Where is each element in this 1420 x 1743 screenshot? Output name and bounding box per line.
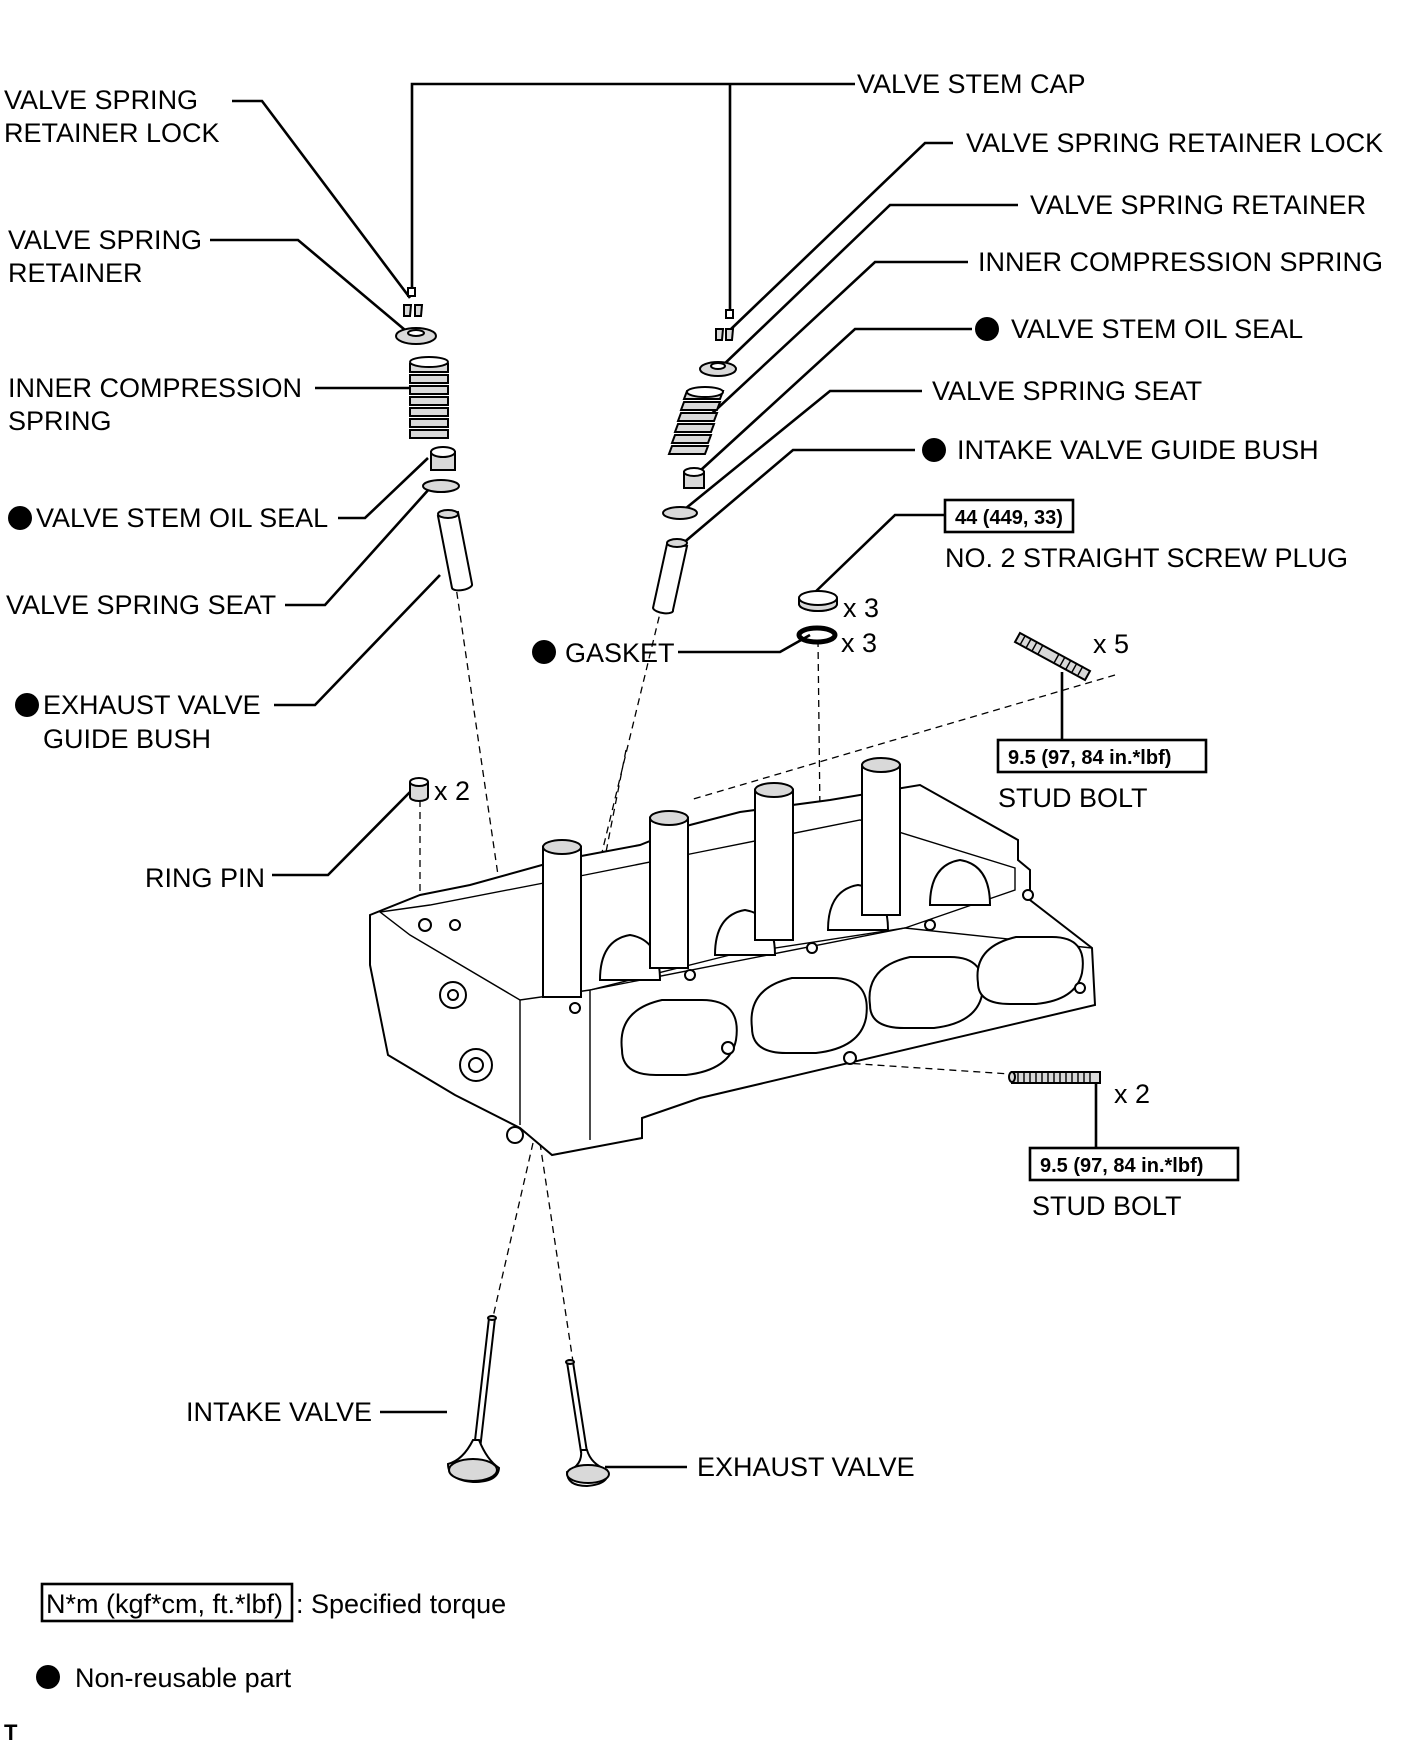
spring-retainer-icon <box>699 361 737 377</box>
label-right-inner-spring: INNER COMPRESSION SPRING <box>978 247 1383 277</box>
intake-guide-bush-icon <box>651 538 689 615</box>
label-left-retainer-line1: VALVE SPRING <box>8 225 202 255</box>
valve-spring-seat-icon <box>662 506 698 520</box>
inner-compression-spring-icon <box>667 386 725 455</box>
right-valve-parts <box>651 309 737 615</box>
non-reusable-marker <box>15 693 39 717</box>
label-left-retainer-lock-line1: VALVE SPRING <box>4 85 198 115</box>
qty-gasket: x 3 <box>841 628 877 658</box>
screw-plug-icon <box>798 590 838 612</box>
label-stud-lower: STUD BOLT <box>1032 1191 1182 1221</box>
label-right-retainer-lock: VALVE SPRING RETAINER LOCK <box>966 128 1383 158</box>
label-right-oil-seal: VALVE STEM OIL SEAL <box>1011 314 1303 344</box>
valve-stem-cap-icon <box>407 287 416 297</box>
spark-plug-tube-icon <box>861 757 901 916</box>
label-left-retainer-lock-line2: RETAINER LOCK <box>4 118 220 148</box>
label-intake-valve: INTAKE VALVE <box>186 1397 372 1427</box>
torque-box-stud-lower <box>1028 1146 1240 1182</box>
valve-stem-oil-seal-icon <box>683 467 705 489</box>
corner-mark: T <box>4 1720 18 1743</box>
exhaust-guide-bush-icon <box>436 509 474 592</box>
label-left-inner-spring-line2: SPRING <box>8 406 112 436</box>
legend-torque-box <box>40 1582 294 1623</box>
label-ring-pin: RING PIN <box>145 863 265 893</box>
legend-torque-unit: N*m (kgf*cm, ft.*lbf) <box>46 1589 283 1619</box>
inner-compression-spring-icon <box>409 356 449 439</box>
label-right-retainer: VALVE SPRING RETAINER <box>1030 190 1366 220</box>
intake-valve-icon <box>446 1315 501 1484</box>
torque-stud-upper: 9.5 (97, 84 in.*lbf) <box>1008 747 1171 769</box>
retainer-lock-icon <box>715 328 735 341</box>
label-intake-guide: INTAKE VALVE GUIDE BUSH <box>957 435 1319 465</box>
spark-plug-tube-icon <box>542 839 582 998</box>
cylinder-head-icon <box>369 757 1097 1157</box>
non-reusable-marker <box>975 317 999 341</box>
stud-bolt-lower-icon <box>1008 1071 1101 1084</box>
qty-stud-lower: x 2 <box>1114 1079 1150 1109</box>
label-left-spring-seat: VALVE SPRING SEAT <box>6 590 276 620</box>
retainer-lock-icon <box>403 304 424 317</box>
valve-stem-cap-icon <box>725 309 734 319</box>
qty-plug: x 3 <box>843 593 879 623</box>
legend-non-reusable: Non-reusable part <box>75 1663 292 1693</box>
leader-lines <box>210 82 1098 1469</box>
torque-box-screw-plug <box>943 498 1075 534</box>
label-left-retainer-line2: RETAINER <box>8 258 143 288</box>
valve-stem-oil-seal-icon <box>430 446 456 471</box>
ring-pin-icon <box>409 777 429 802</box>
label-exhaust-guide-line1: EXHAUST VALVE <box>43 690 261 720</box>
torque-screw-plug: 44 (449, 33) <box>955 507 1063 529</box>
torque-stud-lower: 9.5 (97, 84 in.*lbf) <box>1040 1155 1203 1177</box>
label-left-oil-seal: VALVE STEM OIL SEAL <box>36 503 328 533</box>
qty-ring-pin: x 2 <box>434 776 470 806</box>
label-left-inner-spring-line1: INNER COMPRESSION <box>8 373 302 403</box>
spring-retainer-icon <box>395 327 437 345</box>
non-reusable-marker <box>922 438 946 462</box>
label-valve-stem-cap: VALVE STEM CAP <box>857 69 1086 99</box>
stud-bolt-upper-icon <box>1013 631 1092 682</box>
exhaust-valve-icon <box>565 1359 610 1488</box>
legend-non-reusable-marker <box>36 1665 60 1689</box>
labels: VALVE STEM CAP VALVE SPRING RETAINER LOC… <box>4 69 1383 1743</box>
non-reusable-marker <box>8 506 32 530</box>
label-screw-plug: NO. 2 STRAIGHT SCREW PLUG <box>945 543 1348 573</box>
label-gasket: GASKET <box>565 638 675 668</box>
label-right-spring-seat: VALVE SPRING SEAT <box>932 376 1202 406</box>
label-exhaust-guide-line2: GUIDE BUSH <box>43 724 211 754</box>
spark-plug-tube-icon <box>649 810 689 969</box>
torque-box-stud-upper <box>996 738 1208 774</box>
non-reusable-marker <box>532 640 556 664</box>
valve-spring-seat-icon <box>422 479 460 493</box>
qty-stud-upper: x 5 <box>1093 629 1129 659</box>
label-exhaust-valve: EXHAUST VALVE <box>697 1452 915 1482</box>
label-stud-upper: STUD BOLT <box>998 783 1148 813</box>
legend-torque-desc: : Specified torque <box>296 1589 506 1619</box>
spark-plug-tube-icon <box>754 782 794 941</box>
left-valve-parts <box>395 287 474 592</box>
gasket-icon <box>796 625 838 645</box>
